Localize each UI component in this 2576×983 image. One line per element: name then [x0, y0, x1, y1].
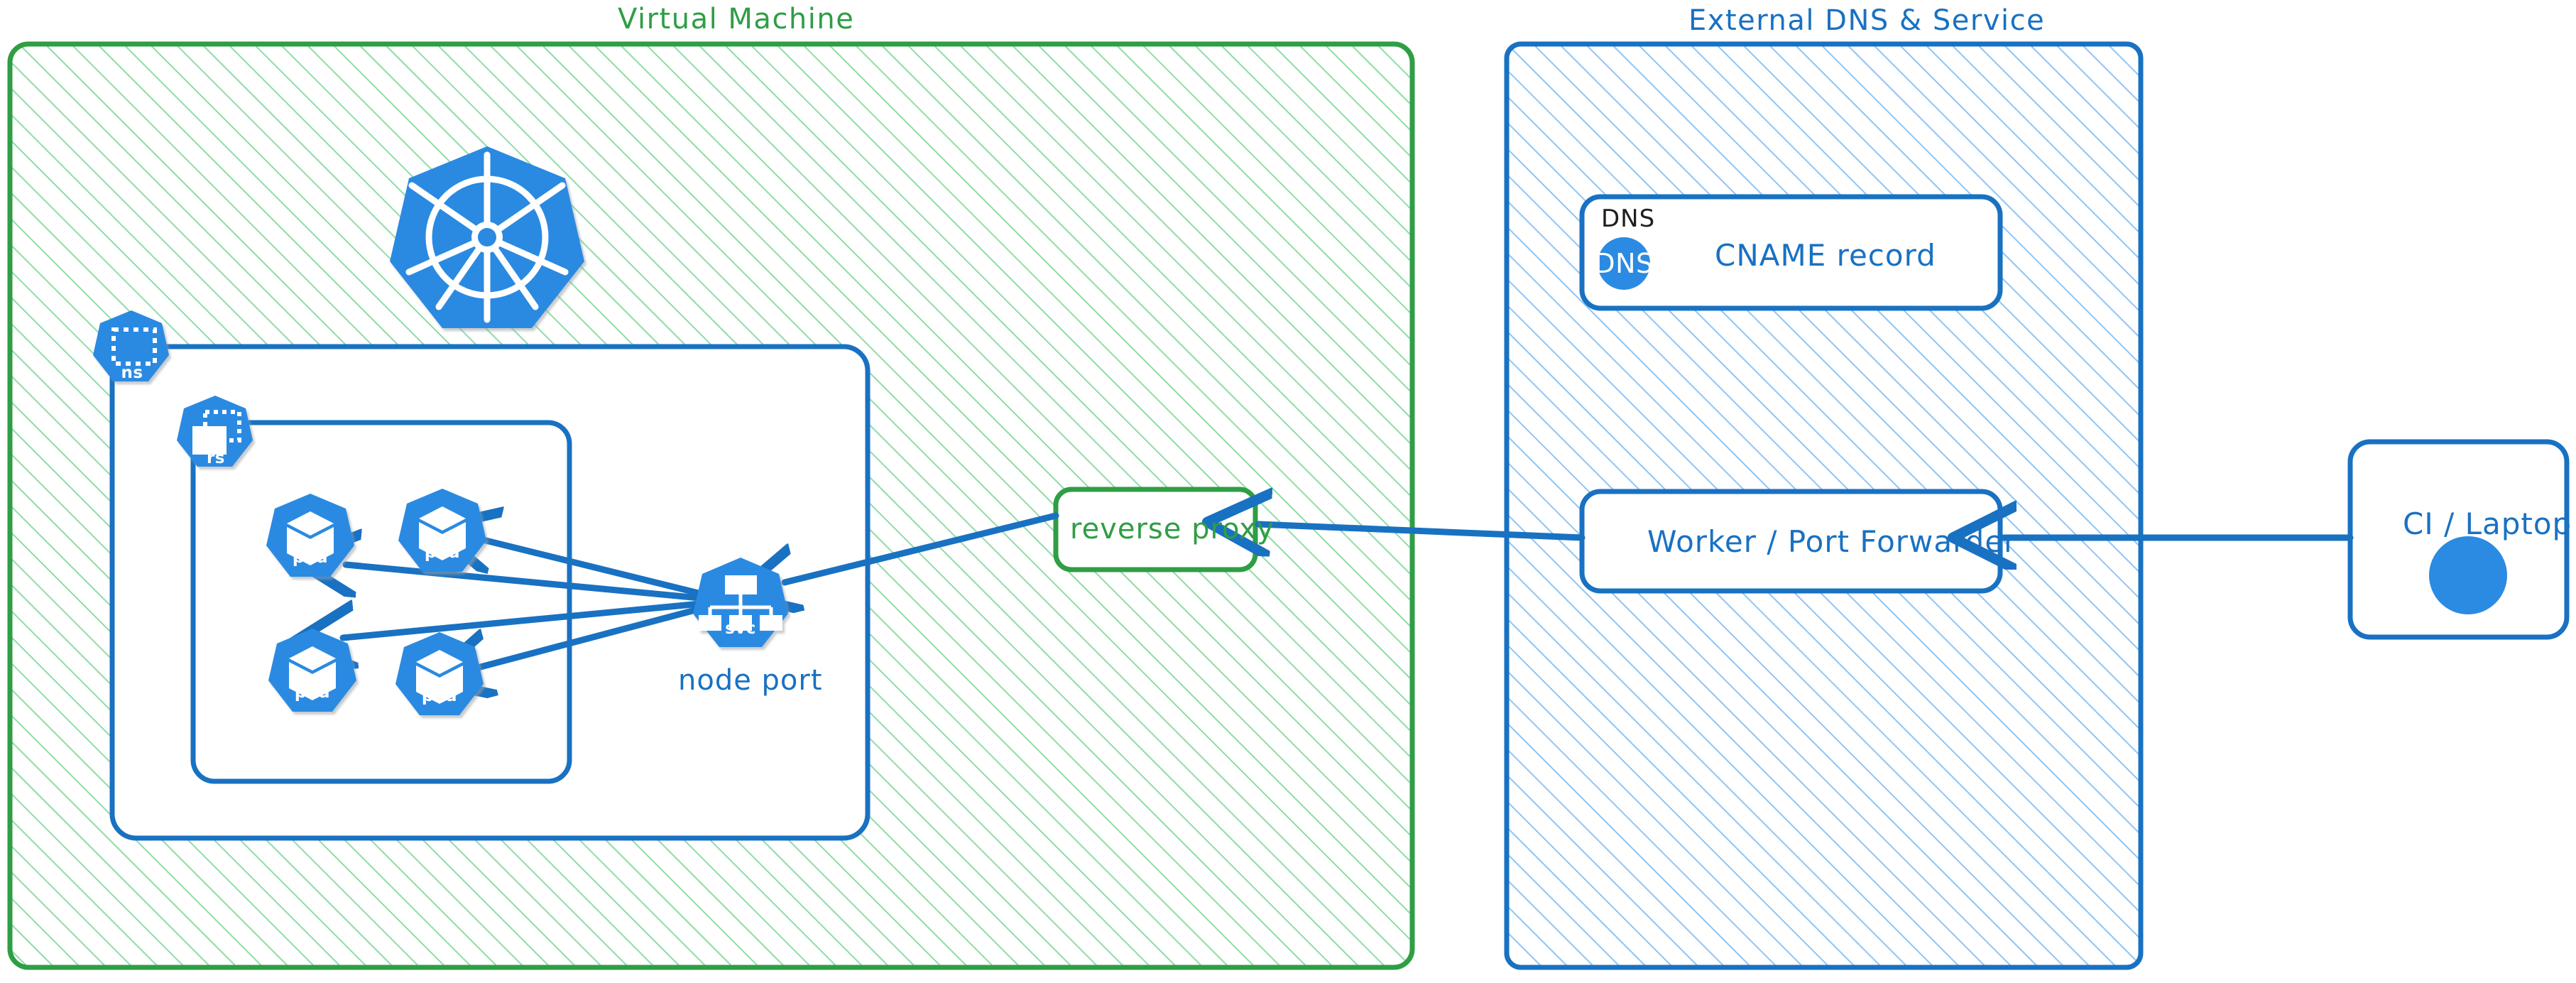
edge-svc-to-pod-1 — [346, 565, 733, 604]
pod-icon-caption-2: pod — [424, 543, 461, 562]
ci-laptop-label: CI / Laptop — [2403, 506, 2572, 541]
kubernetes-logo — [390, 146, 584, 328]
pod-icon-2 — [398, 489, 486, 572]
vm-panel-title: Virtual Machine — [618, 3, 855, 36]
dns-tag-label: DNS — [1601, 205, 1656, 233]
dns-cname-card[interactable] — [1579, 194, 2003, 311]
dns-icon: DNS — [1594, 237, 1653, 290]
service-icon — [693, 558, 788, 647]
reverse-proxy-label: reverse proxy — [1070, 513, 1275, 545]
pod-icon-4 — [395, 632, 484, 715]
edge-reverse-proxy-to-svc — [785, 512, 1059, 582]
edge-svc-to-pod-3 — [343, 597, 733, 638]
pod-icon-caption-1: pod — [292, 548, 329, 567]
edge-svc-to-pod-4 — [478, 597, 733, 668]
edge-group — [343, 512, 2354, 668]
pod-icon-caption-4: pod — [421, 687, 458, 705]
node-port-label: node port — [678, 664, 823, 697]
ext-panel-title: External DNS & Service — [1688, 4, 2046, 37]
service-icon-caption: svc — [725, 619, 756, 638]
edge-svc-to-pod-2 — [483, 540, 733, 604]
pod-icon-3 — [268, 629, 356, 712]
edge-worker-to-reverse-proxy — [1258, 524, 1586, 538]
replicaset-container — [190, 420, 572, 784]
cname-record-label: CNAME record — [1715, 238, 1936, 273]
worker-port-forwarder-label: Worker / Port Forwarder — [1647, 524, 2017, 559]
replicaset-icon — [177, 396, 253, 467]
pod-icon-1 — [266, 494, 354, 577]
replicaset-icon-caption: rs — [206, 449, 226, 467]
desktop-monitor-icon — [2429, 536, 2507, 614]
namespace-icon — [93, 310, 169, 381]
pod-icon-caption-3: pod — [294, 683, 331, 702]
namespace-icon-caption: ns — [121, 364, 143, 382]
